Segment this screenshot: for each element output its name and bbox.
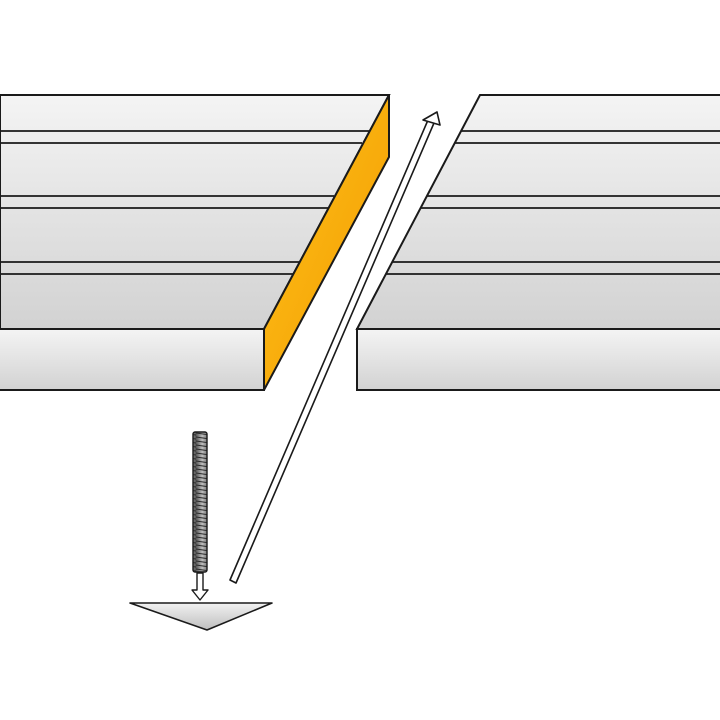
threaded-screw bbox=[191, 431, 209, 601]
left-board-piece bbox=[0, 94, 391, 391]
screw-shaft bbox=[192, 431, 208, 573]
left-board-front-face bbox=[0, 328, 265, 391]
right-board-top-surface bbox=[355, 94, 720, 330]
beveled-cut-face bbox=[263, 94, 390, 391]
down-arrow-icon bbox=[191, 572, 209, 601]
right-board-front-face bbox=[356, 328, 720, 391]
arrow-head-icon bbox=[422, 111, 441, 126]
triangular-base bbox=[129, 602, 273, 631]
right-board-piece bbox=[355, 94, 720, 391]
diagonal-double-arrow bbox=[229, 111, 441, 584]
